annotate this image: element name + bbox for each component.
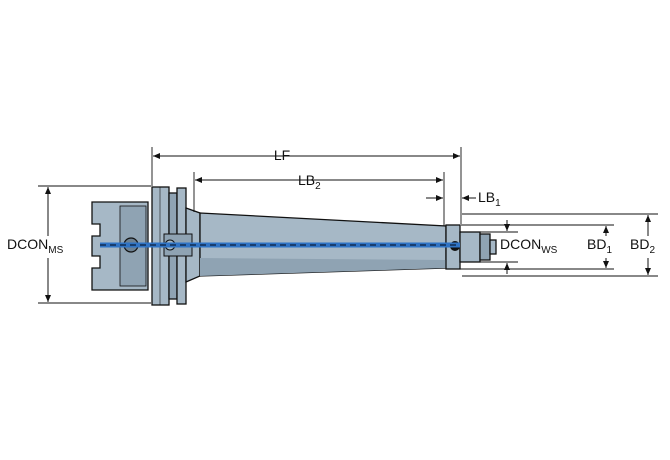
bd1-label-bg — [585, 236, 619, 258]
bd1-label: BD1 — [587, 236, 612, 256]
dcon-ws-label: DCONWS — [500, 236, 558, 256]
lb2-label: LB2 — [298, 172, 321, 192]
lb1-label: LB1 — [478, 189, 501, 209]
dimensions: LF LB2 LB1 DCONMS DCONWS — [4, 147, 667, 304]
tool-body — [91, 186, 497, 306]
bd2-label: BD2 — [630, 236, 655, 256]
bd2-label-bg — [627, 236, 667, 258]
front-stub — [489, 239, 497, 255]
extension-shade — [200, 258, 446, 276]
dcon-ms-label-bg — [4, 236, 84, 258]
lf-label: LF — [274, 147, 290, 163]
dcon-ms-label: DCONMS — [7, 236, 64, 256]
front-nut — [479, 233, 491, 261]
front-hub — [459, 231, 481, 263]
